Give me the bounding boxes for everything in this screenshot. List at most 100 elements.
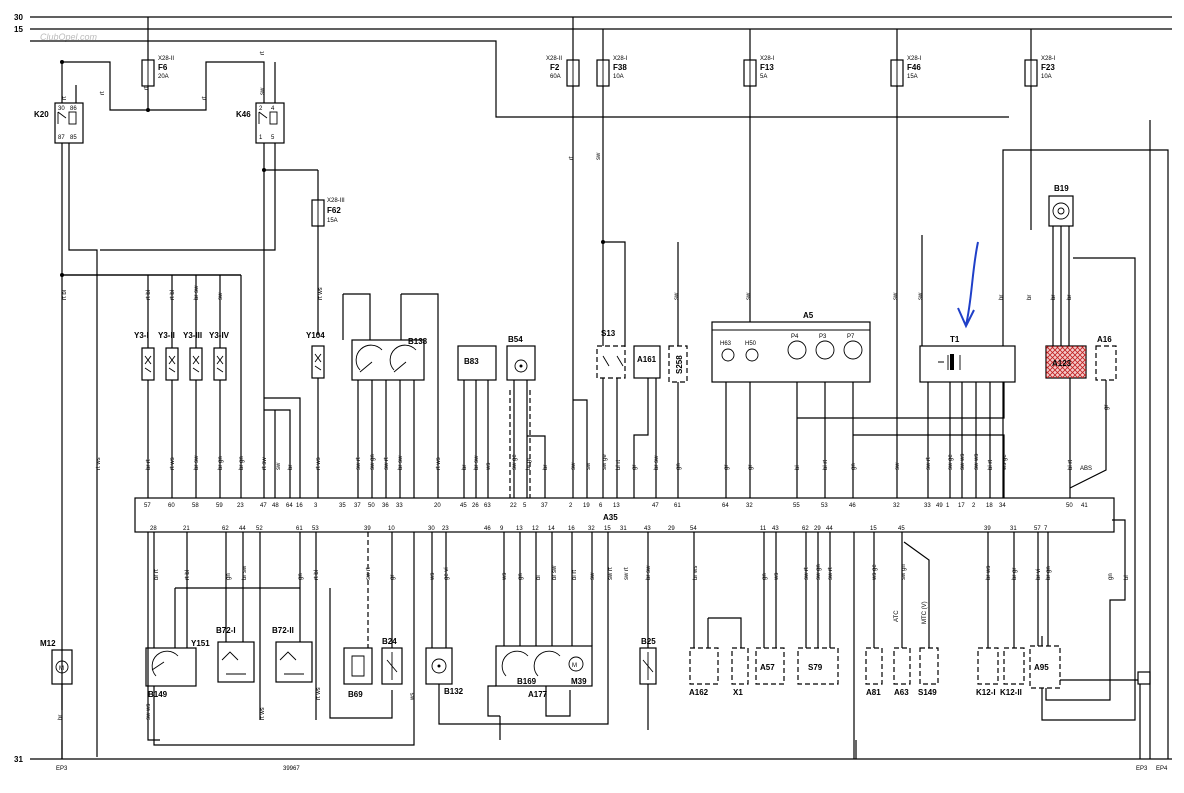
sensor-b54: B54	[506, 335, 546, 500]
wire-color-label: rt bl	[146, 290, 152, 300]
relay-k12-1-label: K12-I	[976, 688, 996, 697]
ecu-bottom-pin: 57	[1034, 526, 1041, 532]
wire-color-label: br gn	[239, 456, 245, 470]
ecu-top-pin: 57	[144, 503, 151, 509]
wire-color-label: gr	[1104, 405, 1110, 410]
fuse-f46: X28-I F46 15A	[890, 29, 922, 498]
wire-color-label: rt ws	[436, 457, 442, 470]
wire-color-label: sw	[276, 462, 282, 470]
wire-color-label: sw	[895, 462, 901, 470]
wire-color-label: br ws	[986, 566, 992, 580]
module-a123: A123	[1045, 345, 1087, 498]
module-a16: A16 ABS	[1069, 335, 1117, 489]
fuse-f62: X28-III F62 15A	[311, 170, 345, 335]
wire-color-label: sw	[590, 572, 596, 580]
motor-m39-label: M39	[571, 677, 587, 686]
ecu-top-pin: 1	[946, 503, 950, 509]
fuse-f2-block: X28-II	[546, 56, 562, 62]
wire-color-label: br	[999, 295, 1005, 300]
ecu-top-pin: 46	[849, 503, 856, 509]
footer-ep4: EP4	[1156, 766, 1168, 772]
wire-color-label: rt	[260, 51, 266, 55]
wire-color-label: br sw	[194, 455, 200, 470]
wire-color-label: br gr	[1012, 568, 1018, 580]
module-a63-label: A63	[894, 688, 909, 697]
wire-color-label: br rt	[146, 459, 152, 470]
sensor-b132-label: B132	[444, 687, 464, 696]
sensor-b138: B138	[342, 293, 439, 498]
ecu-top-pin: 37	[541, 503, 548, 509]
wire-color-label: bl rt	[823, 460, 829, 470]
wire-color-label: br sw	[194, 285, 200, 300]
wire-color-label: rt ws	[318, 287, 324, 300]
ecu-bottom-pin: 44	[826, 526, 833, 532]
wire-color-label: rt	[100, 91, 106, 95]
wire-color-label: sw rt	[608, 567, 614, 580]
ecu-top-pin: 32	[893, 503, 900, 509]
ecu-bottom-pin: 54	[690, 526, 697, 532]
mtc-label: MTC (V)	[922, 601, 928, 624]
wire-color-label: bl	[1124, 575, 1130, 580]
ecu-top-pin: 19	[583, 503, 590, 509]
ecu-top-pin: 3	[314, 503, 318, 509]
ecu-top-pin: 13	[613, 503, 620, 509]
rail-31-label: 31	[14, 755, 23, 764]
ecu-bottom-pin: 39	[984, 526, 991, 532]
ecu-top-pin: 35	[339, 503, 346, 509]
sensor-b138-label: B138	[408, 337, 428, 346]
wire-color-label: rt	[144, 86, 150, 90]
instrument-a5-label: A5	[803, 311, 814, 320]
wire-color-label: br gr	[526, 458, 532, 470]
ecu-top-pin: 22	[510, 503, 517, 509]
module-a95-label: A95	[1034, 663, 1049, 672]
fuse-f62-rating: 15A	[327, 218, 338, 224]
wire-color-label: bl rt	[988, 460, 994, 470]
transmission-t1: T1	[919, 149, 1169, 759]
ecu-top-pin: 55	[793, 503, 800, 509]
wire-color-label: ws	[774, 573, 780, 581]
ecu-top-pin: 50	[368, 503, 375, 509]
wire-color-label: sw gn	[816, 564, 822, 580]
sensor-b83: B83	[457, 345, 497, 498]
ecu-bottom-pin: 14	[548, 526, 555, 532]
ecu-top-pin: 2	[972, 503, 976, 509]
transmission-t1-label: T1	[950, 335, 960, 344]
wire-color-label: rt ws	[316, 687, 322, 700]
wire-color-label: sw ge	[512, 454, 518, 470]
wire-color-label: br	[1027, 295, 1033, 300]
ecu-bottom-pin: 44	[239, 526, 246, 532]
ecu-top-pin: 16	[296, 503, 303, 509]
ecu-top-pin: 63	[484, 503, 491, 509]
wire-color-label: sw rt	[384, 457, 390, 470]
ecu-top-pin: 20	[434, 503, 441, 509]
sensor-b24: B24	[381, 532, 403, 685]
fuse-f13-block: X28-I	[760, 56, 775, 62]
wire-color-label: rt bl	[62, 290, 68, 300]
sensor-b83-label: B83	[464, 357, 479, 366]
footer-ep3-right: EP3	[1136, 766, 1148, 772]
fuse-f6-id: F6	[158, 63, 168, 72]
ecu-bottom-pin: 31	[1010, 526, 1017, 532]
sensor-b25-label: B25	[641, 637, 656, 646]
a5-h50-label: H50	[745, 341, 757, 347]
switch-s13: S13	[573, 240, 626, 498]
sensor-b25: B25	[639, 532, 657, 730]
ecu-bottom-pin: 30	[428, 526, 435, 532]
wire-color-label: rt bl	[170, 290, 176, 300]
wire-color-label: ws	[502, 573, 508, 581]
module-a177: M B169 A177 M39	[487, 532, 593, 717]
injector-y3-4-label: Y3-IV	[209, 331, 230, 340]
wire-color-label: bl	[536, 575, 542, 580]
sensor-b69: B69	[329, 532, 393, 719]
module-a57: A57	[755, 532, 785, 685]
ecu-bottom-pin: 28	[150, 526, 157, 532]
wire-color-label: rt bl	[314, 570, 320, 580]
wire-color-label: sw	[674, 292, 680, 300]
wire-color-label: sw gn	[901, 564, 907, 580]
wire-color-label: gr	[632, 465, 638, 470]
valve-y104: Y104	[306, 331, 325, 498]
ecu-top-pin: 60	[168, 503, 175, 509]
